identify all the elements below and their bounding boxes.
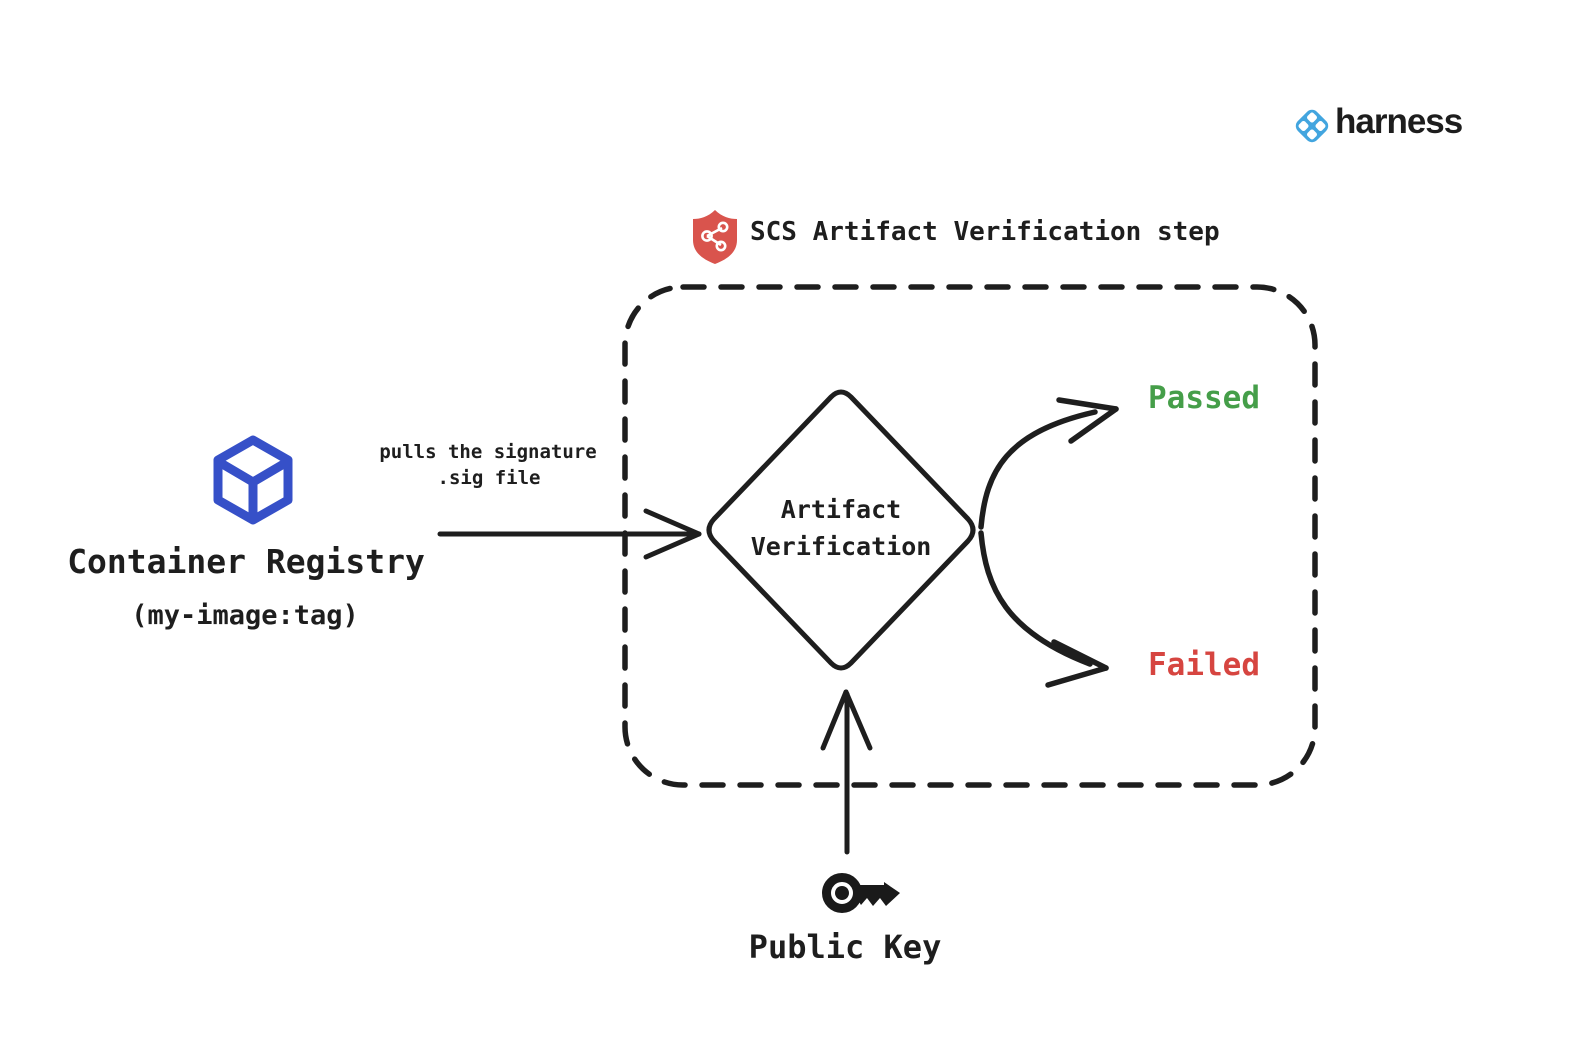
step-title: SCS Artifact Verification step [750,217,1220,247]
decision-label-line2: Verification [750,532,932,561]
passed-arrow [978,397,1119,530]
decision-label: Artifact Verification [751,491,932,565]
edge-label-line2: .sig file [437,467,541,489]
brand-wordmark: harness [1335,102,1463,141]
public-key-arrow [820,689,873,855]
decision-diamond [706,389,976,671]
outcome-failed-label: Failed [1148,647,1260,683]
cube-icon [213,435,293,525]
shield-graph-icon [693,210,737,264]
harness-diamond-icon [1295,109,1329,143]
image-tag-label: (my-image:tag) [131,600,359,631]
edge-label-line1: pulls the signature [379,441,597,463]
key-icon [822,873,900,913]
container-registry-label: Container Registry [67,542,425,581]
decision-label-line1: Artifact [780,495,902,524]
pull-signature-arrow [437,508,702,560]
failed-arrow [978,530,1109,688]
public-key-label: Public Key [748,928,942,966]
outcome-passed-label: Passed [1148,380,1260,416]
